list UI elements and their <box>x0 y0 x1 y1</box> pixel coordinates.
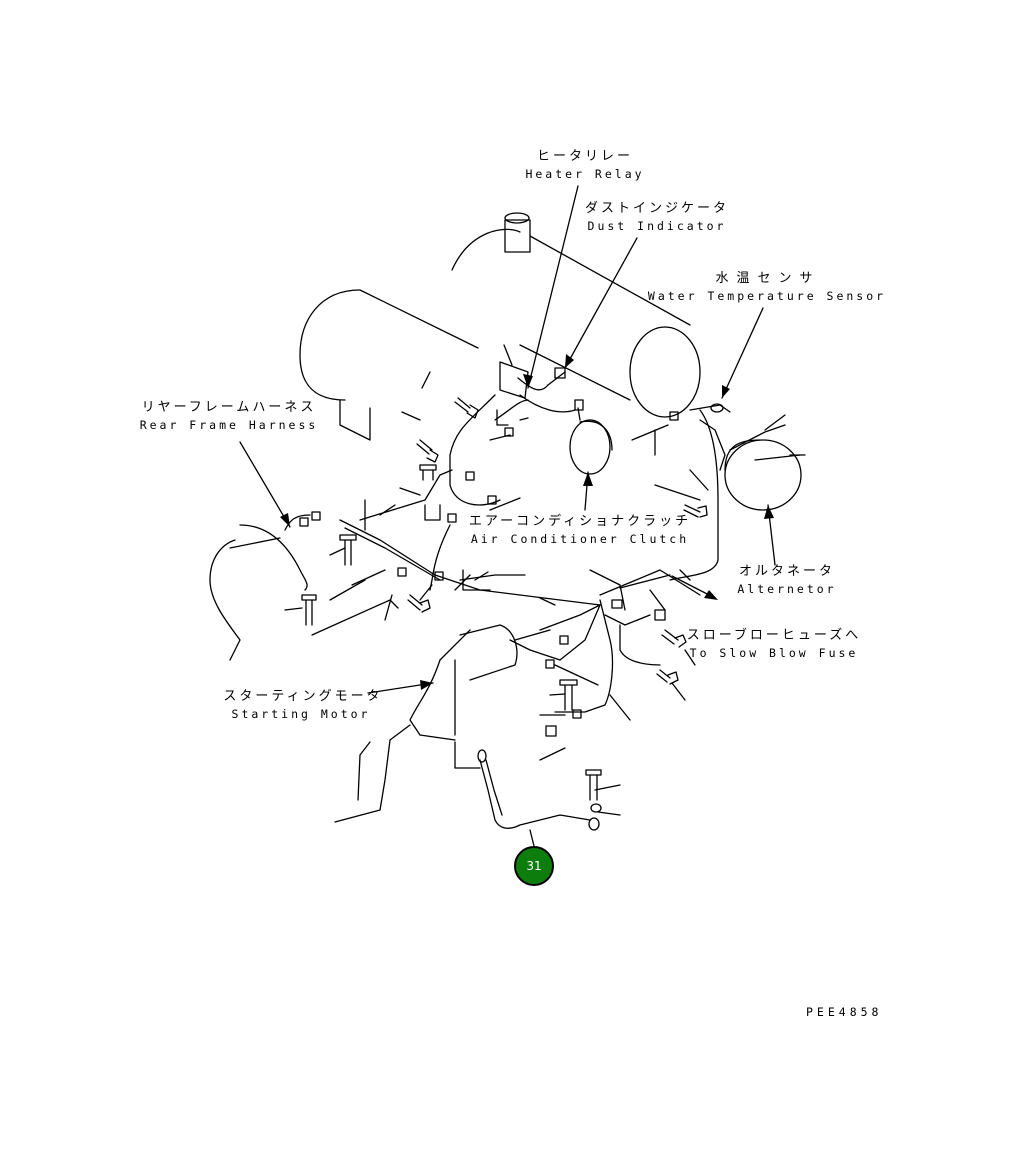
starting-motor-part <box>335 625 550 822</box>
dust-indicator-label-en: Dust Indicator <box>587 219 727 233</box>
heater-relay-label-jp: ヒータリレー <box>536 149 634 164</box>
ac-clutch-label-jp: エアーコンディショナクラッチ <box>468 514 692 529</box>
starting-motor-label-en: Starting Motor <box>231 707 371 721</box>
rear-frame-harness-label-en: Rear Frame Harness <box>139 418 319 432</box>
drawing-number: PEE4858 <box>806 1005 883 1019</box>
heater-relay-part <box>495 345 565 425</box>
air-cleaner-tank <box>300 213 700 440</box>
water-temp-sensor-label-jp: 水温センサ <box>715 271 821 286</box>
connectors <box>300 412 678 736</box>
ac-clutch-label-en: Air Conditioner Clutch <box>470 532 690 546</box>
bolts <box>302 398 723 812</box>
alternator-label-en: Alternetor <box>737 582 837 596</box>
harness-lines <box>285 395 730 712</box>
frame-brackets <box>210 500 660 685</box>
ac-clutch-part <box>570 400 612 474</box>
heater-relay-label-en: Heater Relay <box>525 167 645 181</box>
dust-indicator-label-jp: ダストインジケータ <box>584 201 730 216</box>
alternator-label-jp: オルタネータ <box>738 564 836 579</box>
slow-blow-fuse-label-en: To Slow Blow Fuse <box>689 646 859 660</box>
starting-motor-label-jp: スターティングモータ <box>223 689 383 704</box>
slow-blow-fuse-label-jp: スローブローヒューズへ <box>686 628 862 643</box>
arrow-heads <box>280 354 774 690</box>
callout-31-number: 31 <box>526 859 542 873</box>
alternator-part <box>700 420 801 510</box>
callout-31-badge[interactable]: 31 <box>514 846 554 886</box>
rear-frame-harness-label-jp: リヤーフレームハーネス <box>141 400 317 415</box>
battery-cable-31 <box>478 750 599 846</box>
water-temp-sensor-label-en: Water Temperature Sensor <box>647 289 887 303</box>
